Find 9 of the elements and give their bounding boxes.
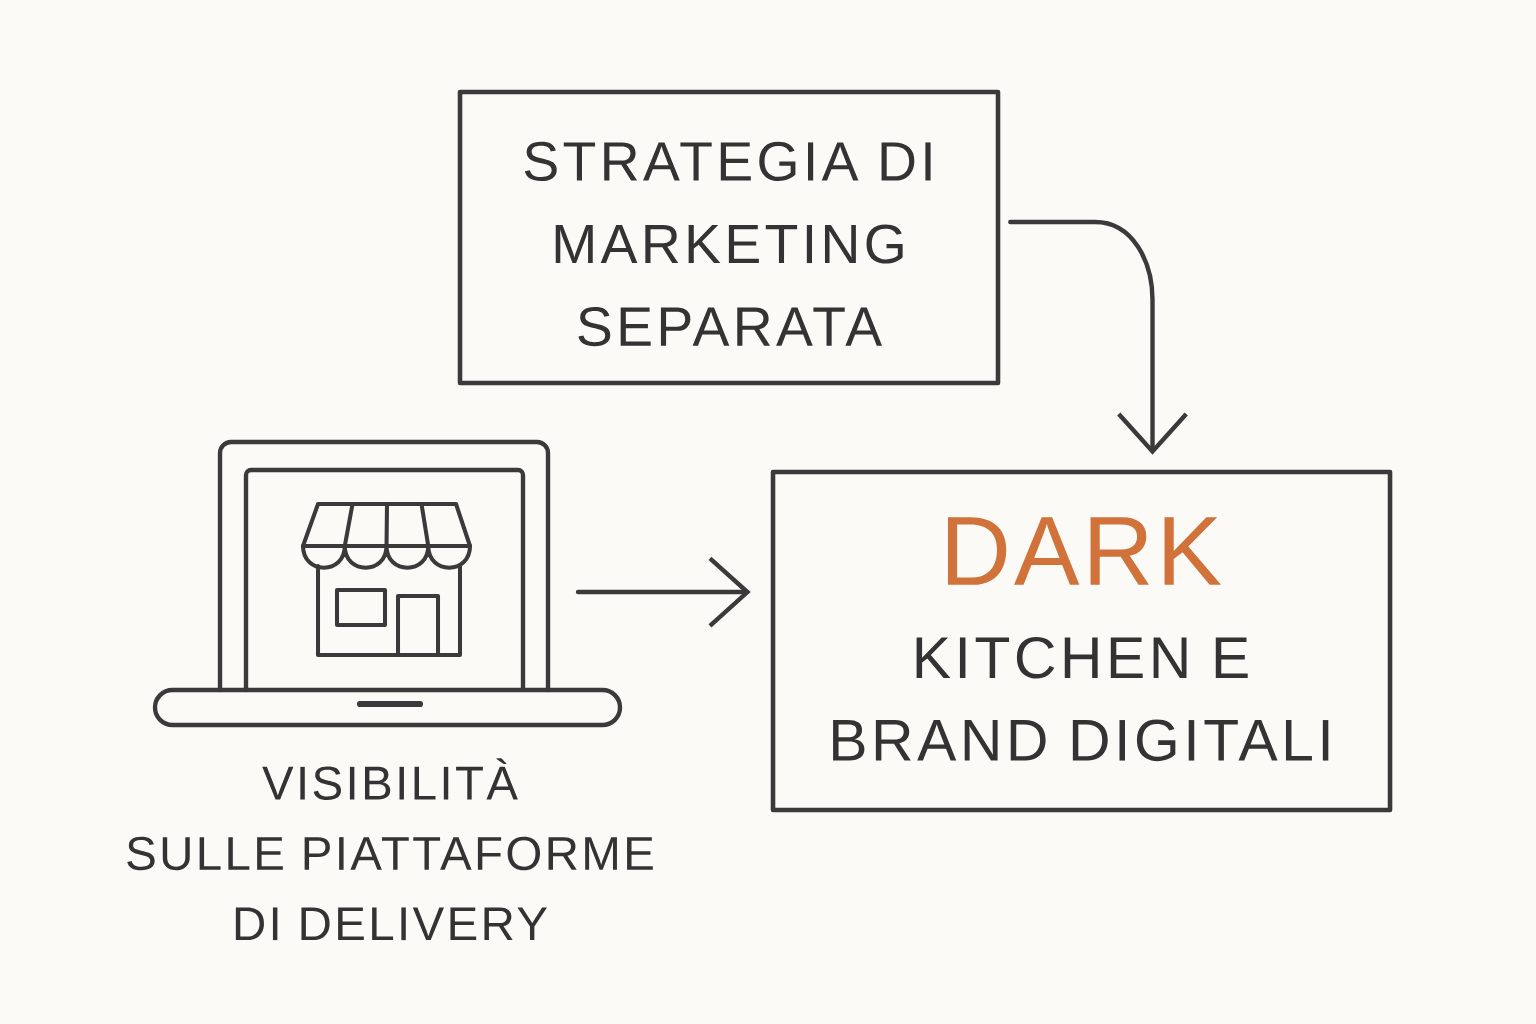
arrow	[575, 556, 751, 628]
heading-text: DARK	[947, 517, 1221, 585]
caption-text: VISIBILITÀ SULLE PIATTAFORME DI DELIVERY	[127, 758, 653, 941]
laptop-picture	[152, 439, 623, 728]
arrow	[1008, 219, 1188, 455]
text-box	[770, 469, 1393, 813]
box-text: STRATEGIA DI MARKETING SEPARATA	[524, 141, 931, 347]
text-box	[457, 89, 1001, 386]
box-text: KITCHEN E BRAND DIGITALI	[833, 636, 1329, 762]
